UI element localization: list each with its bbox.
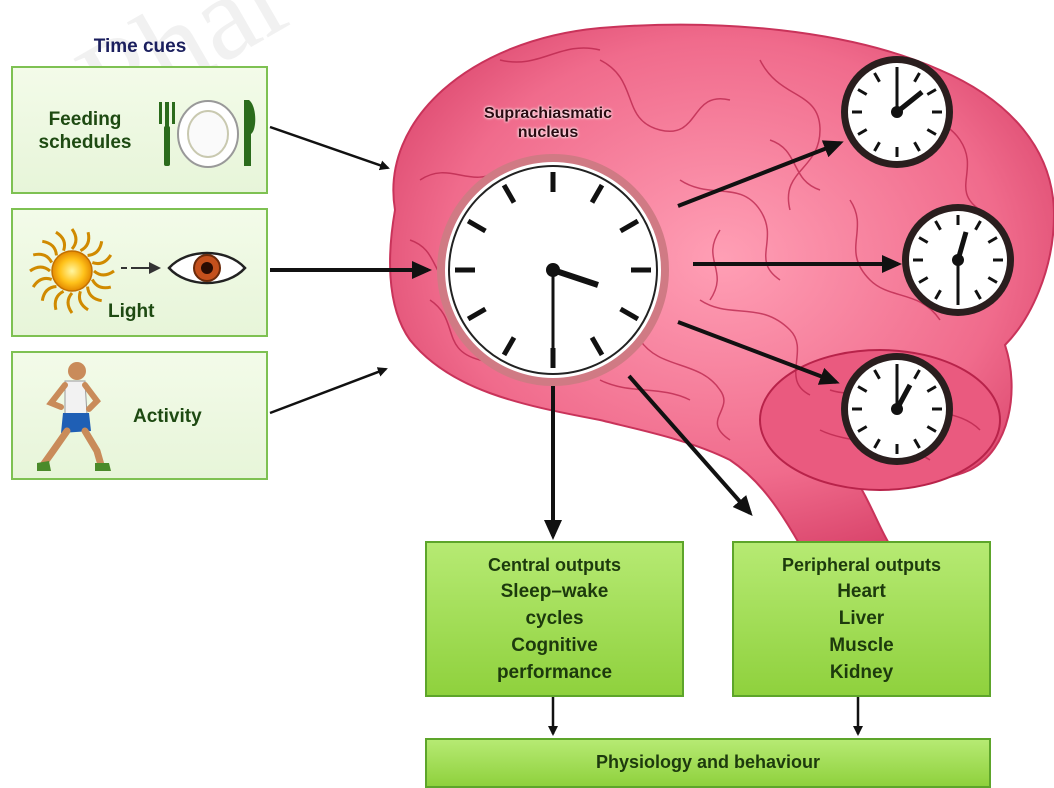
- scn-label-line1: Suprachiasmatic: [448, 104, 648, 123]
- sun-ray: [79, 291, 88, 309]
- runner-icon: [35, 359, 115, 477]
- scn-label: Suprachiasmatic nucleus: [448, 104, 648, 142]
- central-outputs-item: Cognitive: [427, 632, 682, 659]
- peripheral-outputs-item: Liver: [734, 605, 989, 632]
- clock-bottom: [841, 353, 953, 465]
- peripheral-outputs-box: Peripheral outputs Heart Liver Muscle Ki…: [732, 541, 991, 697]
- scn-label-line2: nucleus: [448, 123, 648, 142]
- cue-light: Light: [11, 208, 268, 337]
- cue-activity: Activity: [11, 351, 268, 480]
- central-outputs-title: Central outputs: [427, 553, 682, 578]
- sun-ray: [42, 287, 56, 301]
- sun-ray: [33, 278, 51, 287]
- feeding-label-line1: Feeding: [25, 108, 145, 131]
- sun-ray: [92, 279, 110, 287]
- scn-clock: [441, 158, 665, 382]
- feeding-label-line2: schedules: [25, 131, 145, 154]
- sun-ray: [42, 241, 56, 255]
- sun-ray: [55, 291, 63, 309]
- plate-cutlery-icon: [153, 96, 263, 170]
- sun-ray: [68, 293, 72, 313]
- sun-ray: [92, 255, 110, 264]
- activity-label: Activity: [133, 405, 202, 428]
- peripheral-outputs-item: Kidney: [734, 659, 989, 686]
- sun-ray: [94, 271, 114, 275]
- arrow-right-icon: [119, 260, 163, 276]
- sun-ray: [88, 241, 102, 255]
- light-label: Light: [108, 300, 154, 323]
- sun-ray: [56, 232, 65, 250]
- sun-ray: [72, 229, 76, 249]
- time-cues-title: Time cues: [40, 36, 240, 58]
- arrow-feeding: [270, 127, 388, 168]
- sun-ray: [80, 232, 88, 250]
- central-outputs-item: cycles: [427, 605, 682, 632]
- eye-icon: [165, 246, 249, 290]
- cue-feeding: Feeding schedules: [11, 66, 268, 194]
- sun-ray: [88, 287, 102, 301]
- sun-icon: [27, 226, 117, 316]
- sun-ray: [30, 267, 50, 271]
- physiology-label: Physiology and behaviour: [427, 750, 989, 775]
- peripheral-outputs-item: Heart: [734, 578, 989, 605]
- clock-middle: [902, 204, 1014, 316]
- peripheral-outputs-title: Peripheral outputs: [734, 553, 989, 578]
- arrow-activity: [270, 369, 386, 413]
- peripheral-outputs-item: Muscle: [734, 632, 989, 659]
- sun-ray: [33, 254, 51, 262]
- central-outputs-box: Central outputs Sleep–wake cycles Cognit…: [425, 541, 684, 697]
- feeding-label: Feeding schedules: [25, 108, 145, 154]
- central-outputs-item: Sleep–wake: [427, 578, 682, 605]
- physiology-box: Physiology and behaviour: [425, 738, 991, 788]
- clock-top: [841, 56, 953, 168]
- central-outputs-item: performance: [427, 659, 682, 686]
